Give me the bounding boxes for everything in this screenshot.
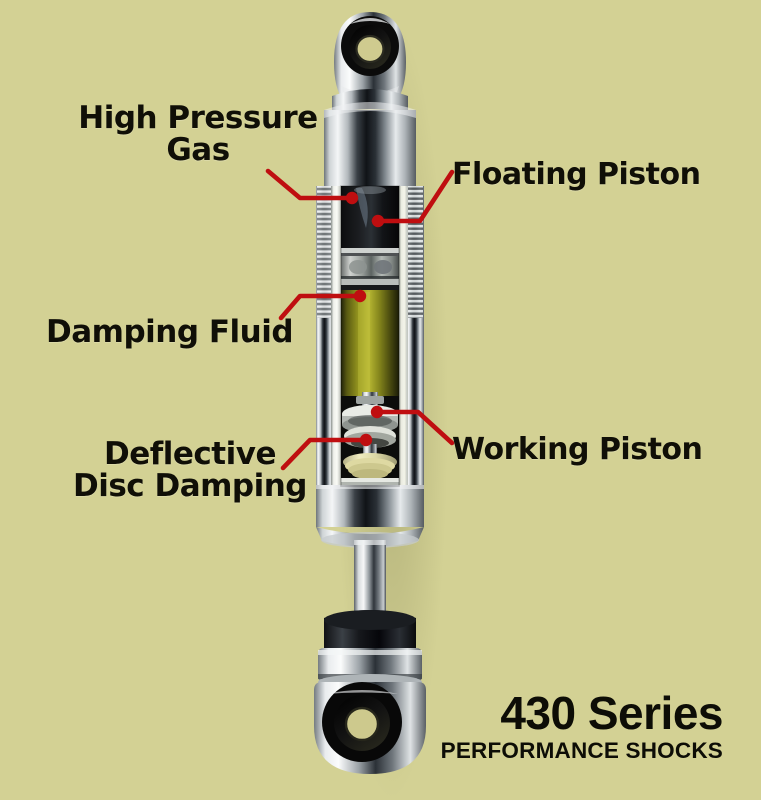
- brand-tagline: PERFORMANCE SHOCKS: [440, 738, 723, 763]
- brand-model: 430 Series: [500, 687, 723, 739]
- callout-working-piston: Working Piston: [452, 432, 703, 467]
- dot-deflective-disc: [359, 433, 373, 447]
- leader-floating-piston: [371, 169, 455, 224]
- leader-damping-fluid: [278, 293, 361, 321]
- leader-deflective-disc: [280, 437, 365, 471]
- leader-high-pressure-gas: [265, 168, 349, 201]
- callout-damping-fluid: Damping Fluid: [46, 314, 294, 350]
- lower-body-and-rod: [316, 527, 424, 618]
- callout-floating-piston: Floating Piston: [452, 157, 701, 192]
- leader-working-piston: [375, 409, 455, 446]
- deflective-disc-stack: [343, 453, 397, 479]
- leader-lines: [265, 168, 455, 471]
- dot-high-pressure-gas: [345, 191, 359, 205]
- dot-floating-piston: [371, 214, 385, 228]
- upper-body-cap: [324, 89, 416, 186]
- floating-piston: [341, 248, 399, 290]
- callout-deflective-disc-damping: Deflective Disc Damping: [72, 436, 308, 505]
- damping-fluid-chamber: [341, 290, 399, 408]
- lower-mount-assembly: [314, 610, 426, 774]
- dot-damping-fluid: [353, 289, 367, 303]
- dot-working-piston: [370, 405, 384, 419]
- cylinder-cutaway-section: [316, 185, 424, 527]
- leader-end-dots: [345, 191, 385, 447]
- callout-high-pressure-gas: High Pressure Gas: [78, 100, 318, 169]
